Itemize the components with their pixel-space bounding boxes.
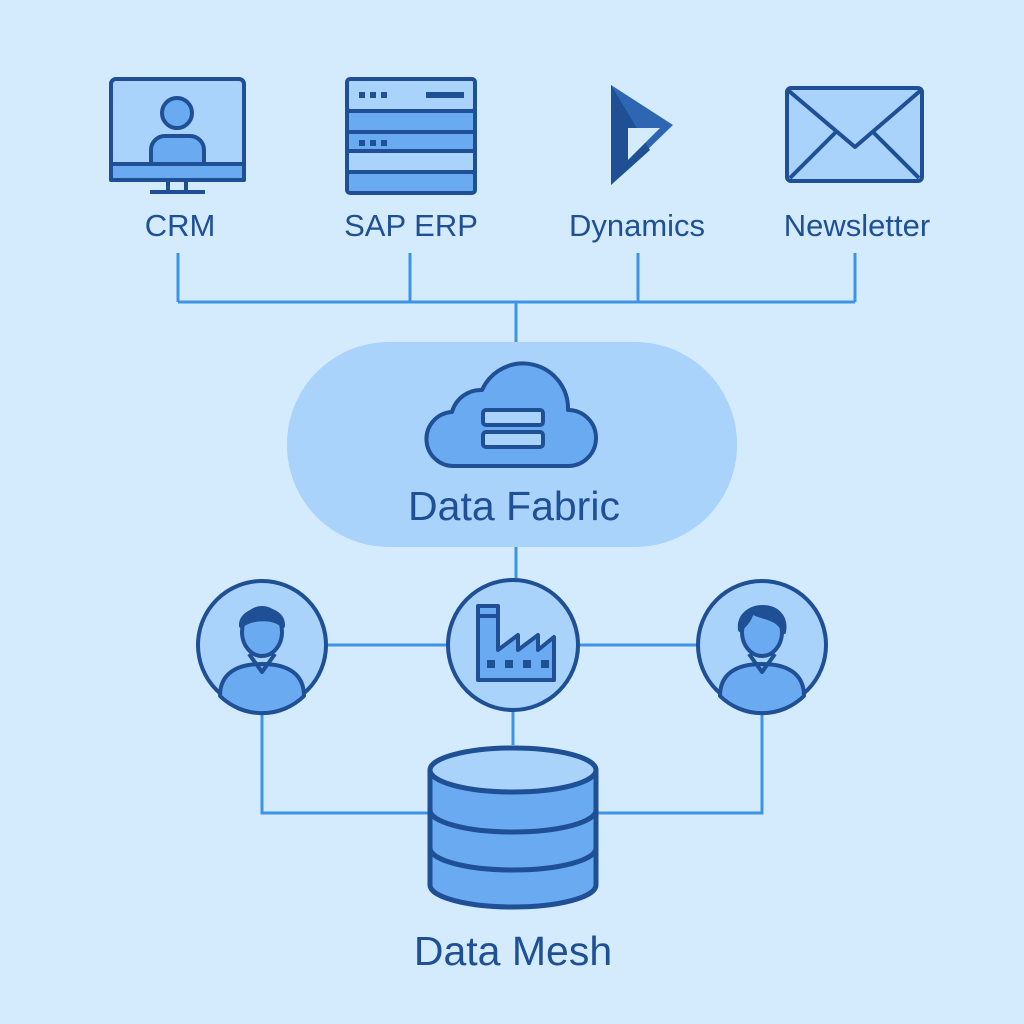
connector-right-to-mesh xyxy=(596,710,764,815)
factory-icon xyxy=(476,604,556,682)
source-label-newsletter: Newsletter xyxy=(783,208,931,243)
source-label-dynamics: Dynamics xyxy=(568,208,706,243)
connectors xyxy=(176,253,857,815)
person-icon xyxy=(218,606,306,716)
monitor-user-icon xyxy=(109,77,246,194)
source-label-crm: CRM xyxy=(144,208,216,243)
connector-left-to-mesh xyxy=(260,710,430,815)
cloud-database-icon xyxy=(424,361,598,469)
domain-node-hub xyxy=(446,578,580,712)
database-icon xyxy=(427,745,599,910)
envelope-icon xyxy=(785,86,924,183)
domain-node-right xyxy=(696,579,828,716)
person-icon xyxy=(718,605,806,716)
domain-node-left xyxy=(196,579,328,716)
source-label-sap-erp: SAP ERP xyxy=(344,208,478,243)
dynamics-logo-icon xyxy=(611,85,673,185)
server-rack-icon xyxy=(345,77,477,195)
data-fabric-label: Data Fabric xyxy=(408,483,620,529)
data-mesh-label: Data Mesh xyxy=(413,928,613,974)
